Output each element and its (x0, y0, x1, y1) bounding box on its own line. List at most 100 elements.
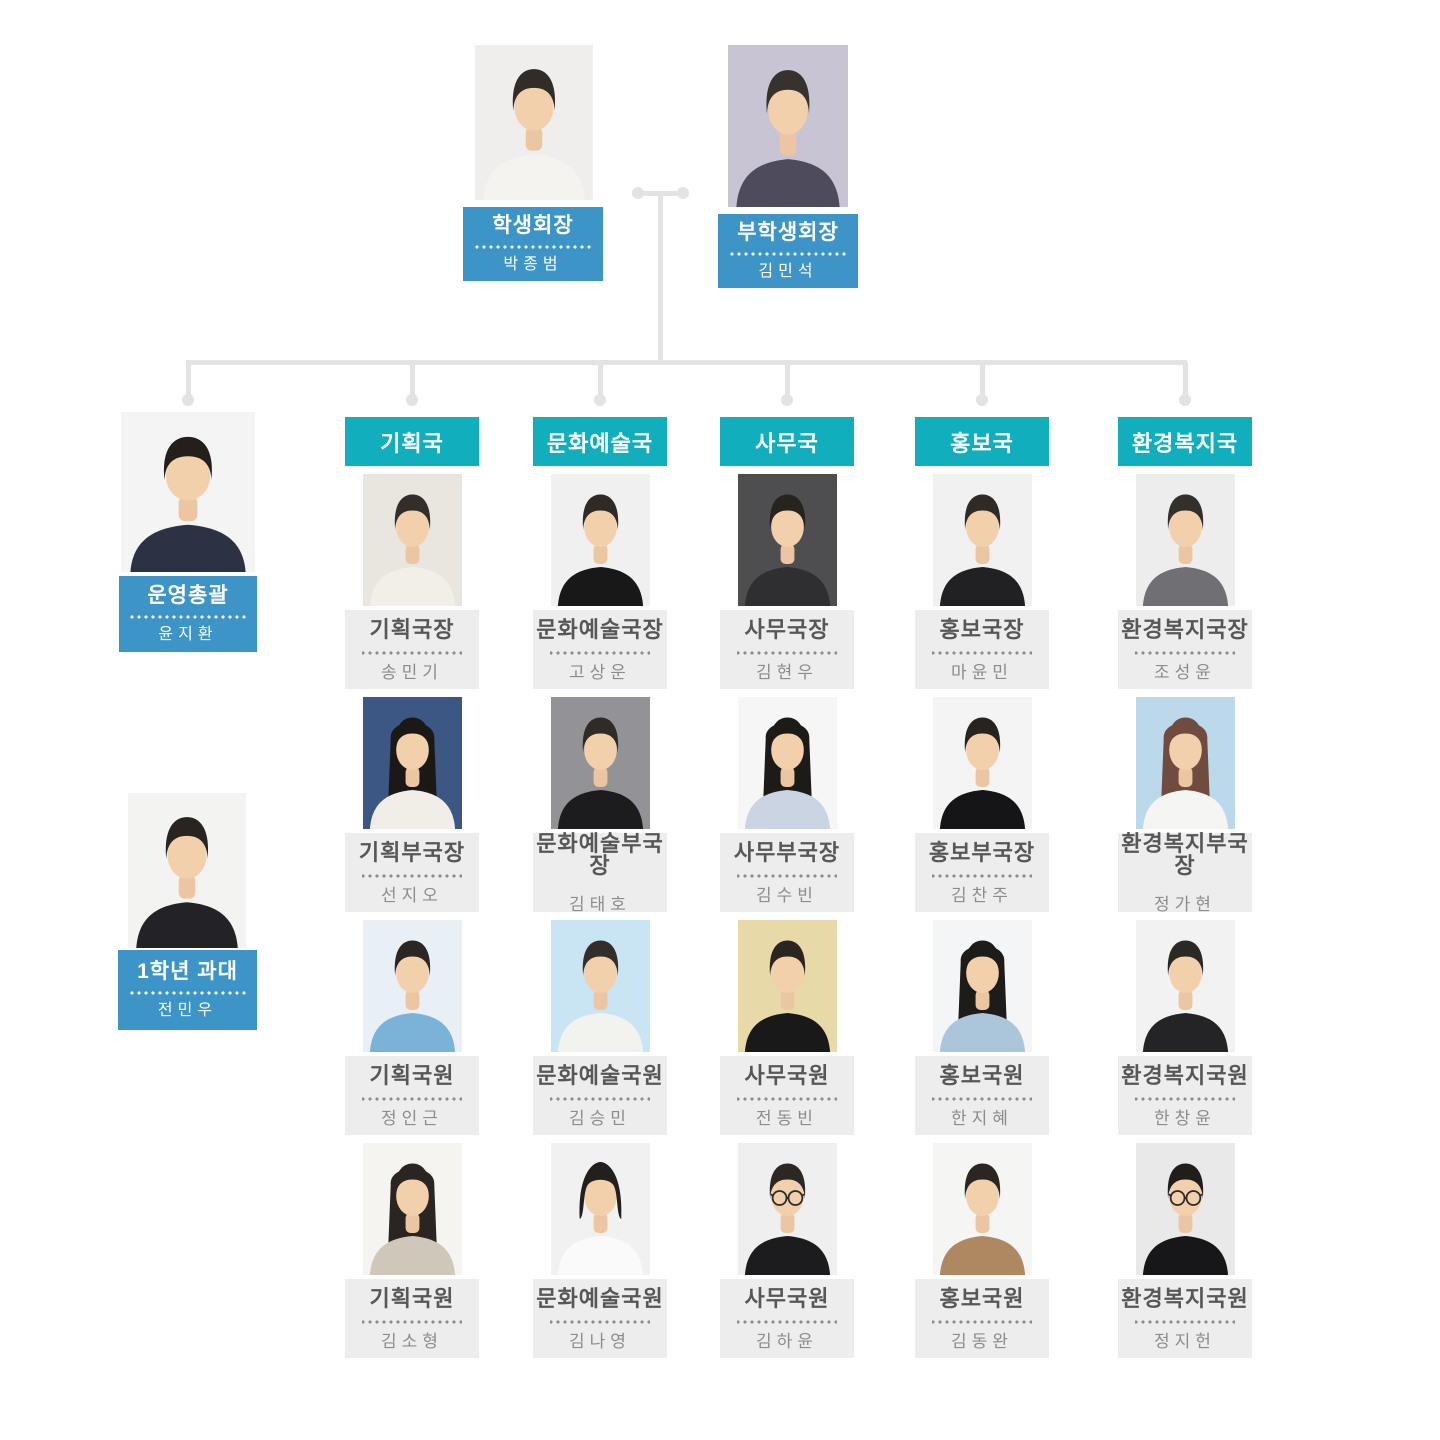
person-title: 환경복지부국장 (1121, 830, 1249, 878)
person-name: 김소형 (381, 1331, 443, 1351)
dotted-divider (730, 252, 846, 256)
connector-dot (182, 394, 194, 406)
person-title: 문화예술국원 (536, 1285, 664, 1311)
person-title: 부학생회장 (737, 221, 839, 244)
dotted-divider (932, 1096, 1032, 1101)
department-header: 홍보국 (915, 417, 1049, 466)
person-name: 정가현 (1154, 894, 1216, 914)
dotted-divider (1135, 650, 1235, 655)
portrait-photo (1135, 697, 1235, 829)
person-card: 사무부국장 김수빈 (720, 697, 854, 912)
portrait-photo (121, 412, 255, 572)
portrait-photo (737, 920, 837, 1052)
person-name: 정인근 (381, 1108, 443, 1128)
person-card: 사무국원 김하윤 (720, 1143, 854, 1358)
dotted-divider (737, 1319, 837, 1324)
person-label: 사무국원 전동빈 (720, 1056, 854, 1135)
portrait-photo (932, 697, 1032, 829)
person-card: 문화예술국원 김나영 (533, 1143, 667, 1358)
dotted-divider (932, 1319, 1032, 1324)
dotted-divider (362, 650, 462, 655)
connector-drop (980, 362, 985, 396)
person-name: 한창윤 (1154, 1108, 1216, 1128)
person-card: 문화예술국원 김승민 (533, 920, 667, 1135)
portrait-photo (932, 1143, 1032, 1275)
person-card: 환경복지국원 정지헌 (1118, 1143, 1252, 1358)
person-label: 기획국장 송민기 (345, 610, 479, 689)
person-card: 홍보국장 마윤민 (915, 474, 1049, 689)
portrait-photo (362, 920, 462, 1052)
dotted-divider (130, 615, 246, 619)
person-name: 전민우 (157, 1002, 218, 1019)
person-label: 문화예술국장 고상운 (533, 610, 667, 689)
person-name: 전동빈 (756, 1108, 818, 1128)
connector-drop (186, 362, 191, 396)
person-title: 운영총괄 (147, 584, 229, 607)
person-label: 기획국원 김소형 (345, 1279, 479, 1358)
person-name: 정지헌 (1154, 1331, 1216, 1351)
dotted-divider (737, 1096, 837, 1101)
person-title: 기획국원 (369, 1285, 455, 1311)
portrait-photo (550, 1143, 650, 1275)
person-card: 환경복지국장 조성윤 (1118, 474, 1252, 689)
dotted-divider (1135, 1319, 1235, 1324)
connector-drop (1183, 362, 1188, 396)
portrait-photo (550, 920, 650, 1052)
person-card: 사무국원 전동빈 (720, 920, 854, 1135)
portrait-photo (550, 697, 650, 829)
dotted-divider (737, 650, 837, 655)
person-card: 기획국원 김소형 (345, 1143, 479, 1358)
person-title: 환경복지국장 (1121, 616, 1249, 642)
person-title: 학생회장 (492, 214, 574, 237)
connector-drop (785, 362, 790, 396)
portrait-photo (1135, 474, 1235, 606)
dotted-divider (550, 1319, 650, 1324)
person-name: 김동완 (951, 1331, 1013, 1351)
person-title: 기획국장 (369, 616, 455, 642)
person-label: 기획국원 정인근 (345, 1056, 479, 1135)
connector-dot (594, 394, 606, 406)
department-header: 환경복지국 (1118, 417, 1252, 466)
person-card: 홍보부국장 김찬주 (915, 697, 1049, 912)
dotted-divider (129, 991, 246, 995)
person-label: 부학생회장 김민석 (718, 214, 858, 288)
portrait-photo (737, 474, 837, 606)
portrait-photo (550, 474, 650, 606)
portrait-photo (932, 920, 1032, 1052)
person-title: 1학년 과대 (137, 960, 238, 983)
person-name: 송민기 (381, 662, 443, 682)
department-header: 사무국 (720, 417, 854, 466)
person-title: 기획국원 (369, 1062, 455, 1088)
person-name: 선지오 (381, 885, 443, 905)
dotted-divider (550, 1096, 650, 1101)
person-label: 홍보국장 마윤민 (915, 610, 1049, 689)
person-title: 환경복지국원 (1121, 1062, 1249, 1088)
person-title: 홍보국원 (939, 1062, 1025, 1088)
dotted-divider (932, 873, 1032, 878)
person-title: 사무부국장 (733, 839, 841, 865)
person-card: 환경복지국원 한창윤 (1118, 920, 1252, 1135)
person-name: 조성윤 (1154, 662, 1216, 682)
person-label: 운영총괄 윤지환 (119, 576, 257, 652)
portrait-photo (1135, 1143, 1235, 1275)
portrait-photo (737, 1143, 837, 1275)
dotted-divider (475, 245, 591, 249)
dotted-divider (362, 1319, 462, 1324)
person-title: 문화예술국장 (536, 616, 664, 642)
department-column: 문화예술국 문화예술국장 고상운 문화예술부국장 김태호 문화예술국원 김승민 … (533, 417, 667, 1358)
person-card: 문화예술부국장 김태호 (533, 697, 667, 913)
person-title: 홍보부국장 (928, 839, 1036, 865)
connector-drop (598, 362, 603, 396)
person-label: 홍보국원 한지혜 (915, 1056, 1049, 1135)
person-title: 기획부국장 (358, 839, 466, 865)
portrait-photo (1135, 920, 1235, 1052)
person-title: 홍보국원 (939, 1285, 1025, 1311)
department-column: 기획국 기획국장 송민기 기획부국장 선지오 기획국원 정인근 기획국원 김소형 (345, 417, 479, 1358)
person-name: 김수빈 (756, 885, 818, 905)
person-label: 학생회장 박종범 (463, 207, 603, 281)
person-card: 기획국장 송민기 (345, 474, 479, 689)
dotted-divider (362, 873, 462, 878)
person-name: 한지혜 (951, 1108, 1013, 1128)
person-title: 환경복지국원 (1121, 1285, 1249, 1311)
